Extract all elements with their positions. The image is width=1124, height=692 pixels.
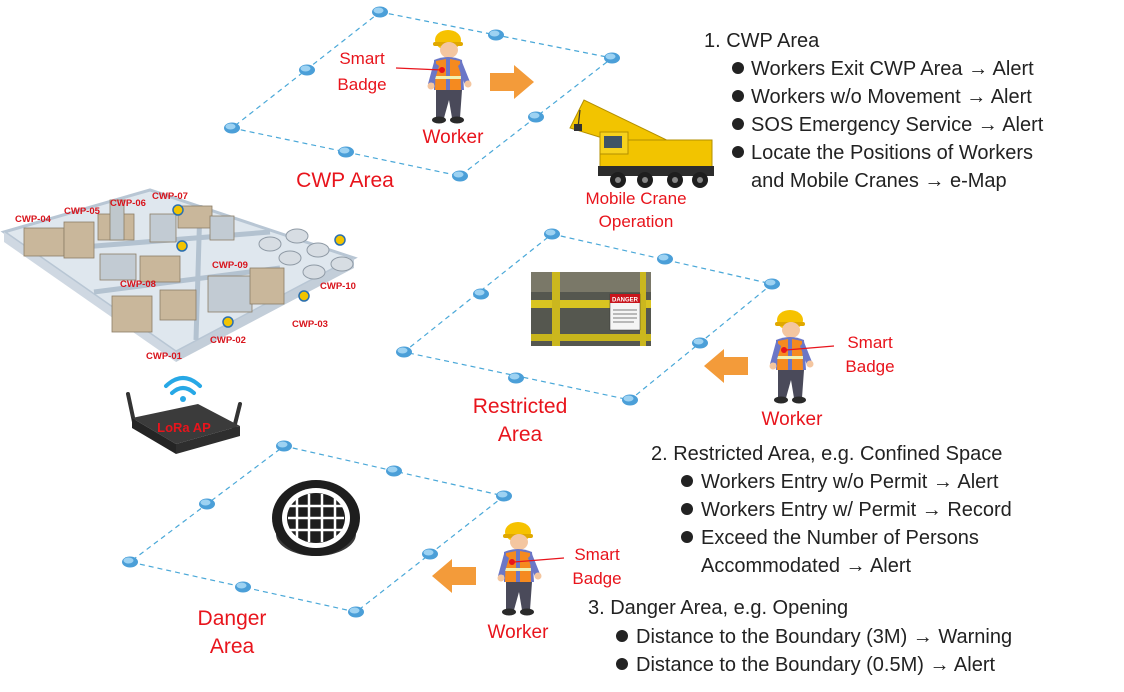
- sensor-icon: [496, 490, 512, 502]
- worker-label: Worker: [762, 409, 824, 430]
- bullet-icon: [681, 475, 693, 487]
- description-item: Workers w/o Movement → Alert: [751, 86, 1032, 108]
- cwp-label: CWP-06: [110, 198, 146, 209]
- sensor-icon: [224, 122, 240, 134]
- smart-badge-label: Badge: [845, 357, 894, 376]
- worker-label: Worker: [488, 622, 550, 643]
- description-item: SOS Emergency Service → Alert: [751, 114, 1044, 136]
- cwp-label: CWP-01: [146, 351, 183, 362]
- cwp-label: CWP-03: [292, 319, 328, 330]
- smart-badge-label: Smart: [339, 49, 385, 68]
- gateway-label: LoRa AP: [157, 420, 211, 435]
- cwp-zone: Smart Badge Worker CWP Area Mobile Crane…: [224, 6, 714, 231]
- sensor-icon: [372, 6, 388, 18]
- sensor-icon: [657, 253, 673, 265]
- sensor-icon: [199, 498, 215, 510]
- bullet-icon: [732, 90, 744, 102]
- description-item-continuation: Accommodated → Alert: [701, 555, 912, 577]
- bullet-icon: [681, 503, 693, 515]
- mobile-crane-icon: [569, 99, 714, 188]
- sensor-icon: [488, 29, 504, 41]
- zone-title: Area: [498, 423, 543, 446]
- sensor-icon: [422, 548, 438, 560]
- sensor-icon: [338, 146, 354, 158]
- description-item-continuation: and Mobile Cranes → e-Map: [751, 170, 1007, 192]
- wifi-icon: [164, 376, 202, 402]
- danger-zone: Smart Badge Worker Danger Area: [122, 440, 622, 658]
- description-item: Exceed the Number of Persons: [701, 527, 979, 549]
- cwp-label: CWP-04: [15, 214, 52, 225]
- cwp-description: 1. CWP Area Workers Exit CWP Area → Aler…: [704, 30, 1044, 192]
- smart-badge-label: Smart: [847, 333, 893, 352]
- zone-title: Restricted: [473, 395, 568, 418]
- restricted-description: 2. Restricted Area, e.g. Confined Space …: [651, 443, 1012, 577]
- cwp-label: CWP-02: [210, 335, 246, 346]
- description-heading: 3. Danger Area, e.g. Opening: [588, 597, 848, 619]
- bullet-icon: [732, 118, 744, 130]
- sensor-icon: [122, 556, 138, 568]
- bullet-icon: [616, 658, 628, 670]
- plant-map: CWP-04 CWP-05 CWP-06 CWP-07 CWP-09 CWP-0…: [0, 188, 358, 362]
- cwp-boundary: [230, 11, 614, 177]
- smart-badge-label: Badge: [572, 569, 621, 588]
- sensor-icon: [473, 288, 489, 300]
- zone-title: Area: [210, 635, 255, 658]
- sensor-icon: [299, 64, 315, 76]
- smart-badge-label: Badge: [337, 75, 386, 94]
- description-item: Distance to the Boundary (0.5M) → Alert: [636, 654, 995, 676]
- bullet-icon: [732, 146, 744, 158]
- sensor-icon: [396, 346, 412, 358]
- sensor-icon: [348, 606, 364, 618]
- smart-badge-label: Smart: [574, 545, 620, 564]
- sensor-icon: [452, 170, 468, 182]
- bullet-icon: [681, 531, 693, 543]
- cwp-label: CWP-10: [320, 281, 356, 292]
- description-item: Workers Exit CWP Area → Alert: [751, 58, 1034, 80]
- sensor-icon: [692, 337, 708, 349]
- cwp-label: CWP-07: [152, 191, 188, 202]
- danger-description: 3. Danger Area, e.g. Opening Distance to…: [588, 597, 1012, 676]
- sensor-icon: [544, 228, 560, 240]
- arrow-left-icon: [704, 349, 748, 383]
- bullet-icon: [616, 630, 628, 642]
- sensor-icon: [604, 52, 620, 64]
- sensor-icon: [528, 111, 544, 123]
- sensor-icon: [386, 465, 402, 477]
- worker-label: Worker: [423, 127, 485, 148]
- arrow-right-icon: [490, 65, 534, 99]
- zone-title: CWP Area: [296, 169, 394, 192]
- sensor-icon: [622, 394, 638, 406]
- description-heading: 2. Restricted Area, e.g. Confined Space: [651, 443, 1002, 465]
- lora-gateway: LoRa AP: [126, 376, 242, 454]
- description-item: Distance to the Boundary (3M) → Warning: [636, 626, 1012, 648]
- restricted-zone: DANGER Smart Badge Worker Restricted Are…: [396, 228, 895, 446]
- description-heading: 1. CWP Area: [704, 30, 820, 52]
- cwp-label: CWP-09: [212, 260, 248, 271]
- crane-label: Operation: [599, 212, 674, 231]
- sensor-icon: [276, 440, 292, 452]
- description-item: Workers Entry w/o Permit → Alert: [701, 471, 999, 493]
- arrow-left-icon: [432, 559, 476, 593]
- confined-space-photo: DANGER: [531, 272, 651, 346]
- cwp-label: CWP-05: [64, 206, 101, 217]
- sensor-icon: [235, 581, 251, 593]
- manhole-icon: [272, 480, 360, 556]
- danger-sign-text: DANGER: [612, 298, 639, 304]
- worker-icon: [497, 522, 542, 616]
- sensor-icon: [508, 372, 524, 384]
- description-item: Workers Entry w/ Permit → Record: [701, 499, 1012, 521]
- worker-icon: [427, 30, 472, 124]
- bullet-icon: [732, 62, 744, 74]
- crane-label: Mobile Crane: [585, 189, 686, 208]
- zone-title: Danger: [198, 607, 267, 630]
- worker-icon: [769, 310, 814, 404]
- sensor-icon: [764, 278, 780, 290]
- description-item: Locate the Positions of Workers: [751, 142, 1033, 164]
- cwp-label: CWP-08: [120, 279, 156, 290]
